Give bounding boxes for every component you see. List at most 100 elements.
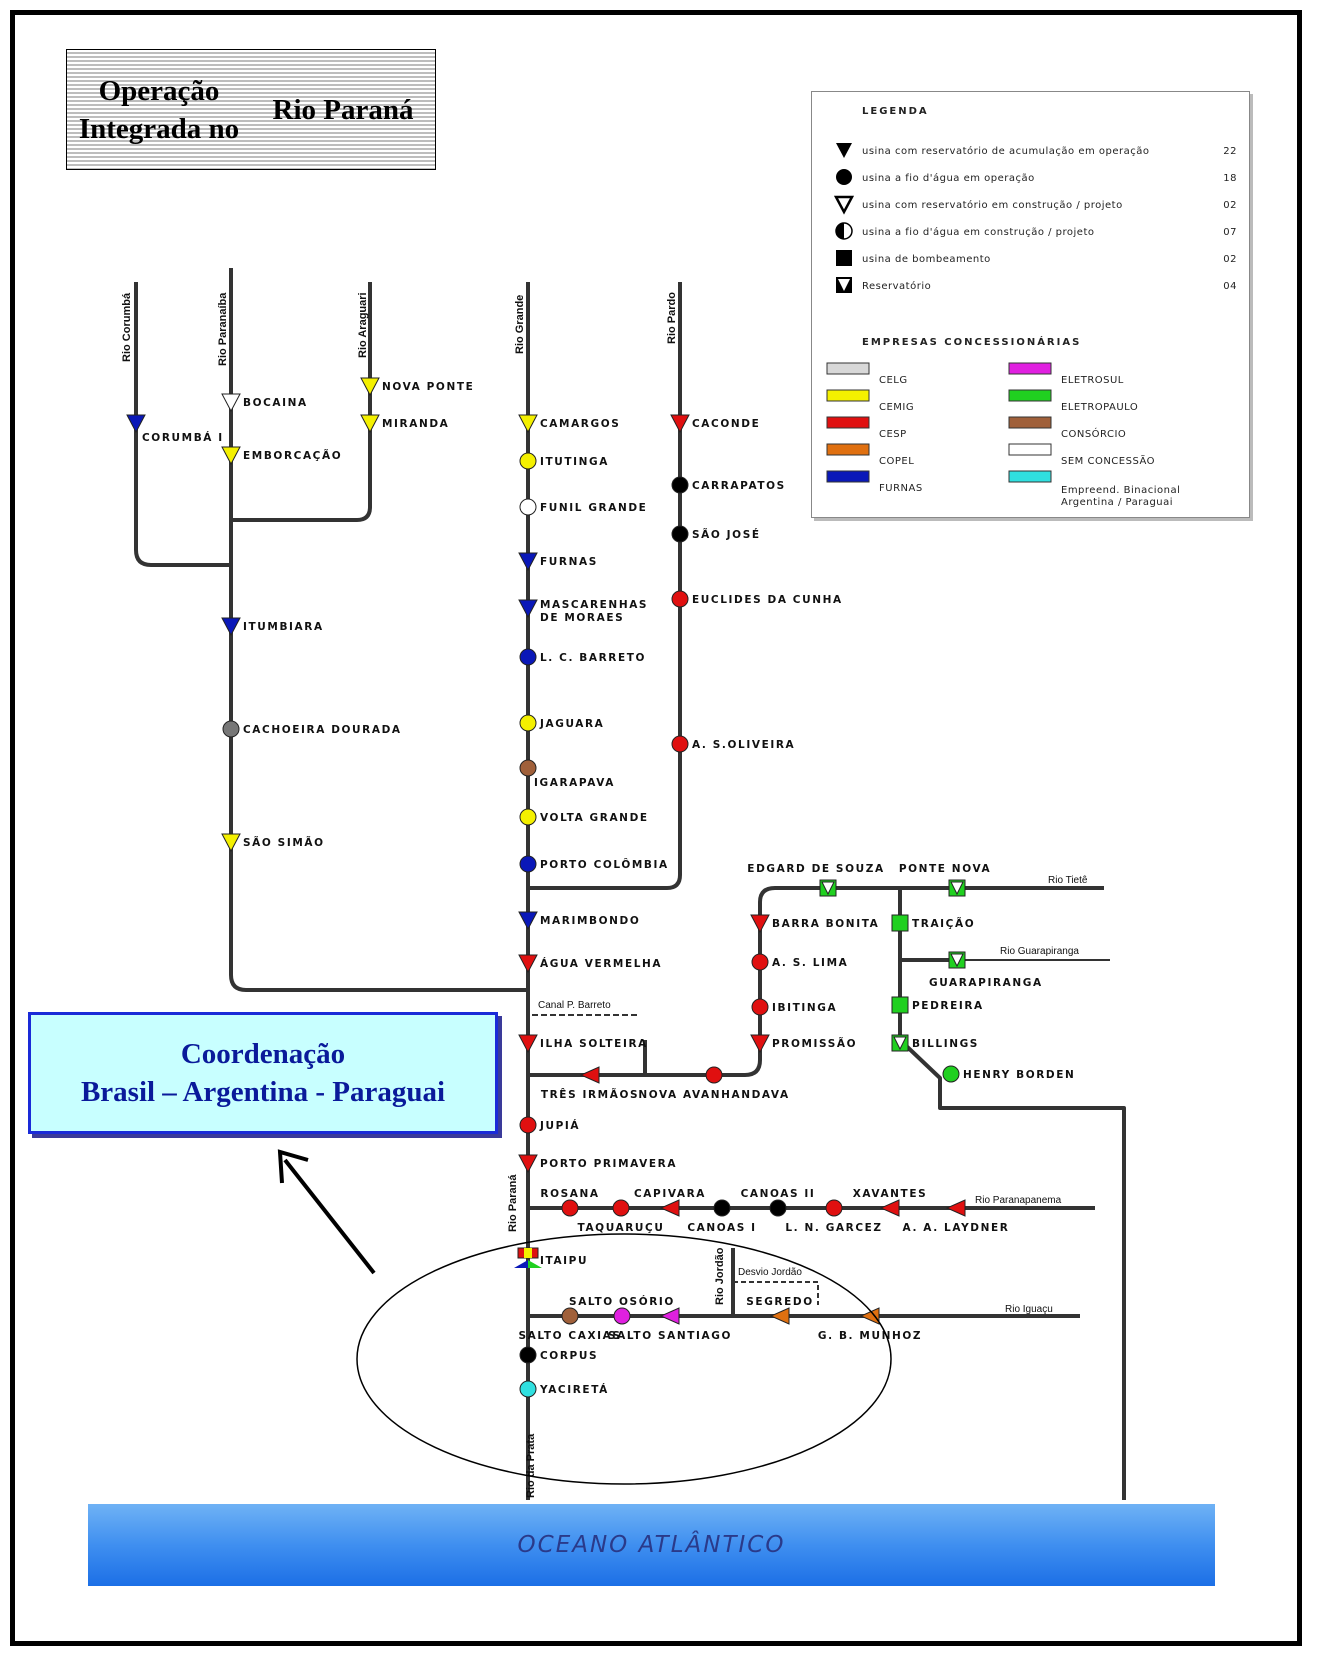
ocean-label: OCEANO ATLÂNTICO — [517, 1532, 786, 1558]
company-cemig: CEMIG — [826, 389, 914, 413]
circle-icon — [705, 1066, 723, 1084]
plant-igarapava: IGARAPAVA — [519, 759, 615, 789]
triangle-left-icon — [659, 1307, 680, 1325]
plant-l-c-barreto: L. C. BARRETO — [519, 648, 644, 666]
company-swatch — [826, 470, 870, 483]
company-swatch — [1008, 443, 1052, 456]
plant-ibitinga: IBITINGA — [751, 998, 836, 1016]
company-cesp: CESP — [826, 416, 906, 440]
plant-label: YACIRETÁ — [539, 1383, 609, 1396]
plant-pedreira: PEDREIRA — [891, 996, 982, 1014]
plant-traicao: TRAIÇÃO — [891, 914, 974, 932]
company-label: CELG — [879, 375, 908, 386]
plant-miranda: MIRANDA — [360, 414, 448, 434]
plant-camargos: CAMARGOS — [518, 414, 619, 434]
river-label-guarapiranga: Rio Guarapiranga — [1000, 946, 1079, 957]
legend-panel: LEGENDA usina com reservatório de acumula… — [811, 91, 1250, 518]
plant-label: ITUMBIARA — [243, 621, 324, 633]
plant-label: CANOAS I — [687, 1222, 756, 1234]
plant-label: EMBORCAÇÃO — [243, 449, 342, 462]
company-consorcio: CONSÓRCIO — [1008, 416, 1126, 440]
plant-porto-colombia: PORTO COLÔMBIA — [519, 855, 669, 873]
triangle-down-icon — [836, 143, 852, 158]
canal-label: Canal P. Barreto — [538, 1000, 611, 1011]
pointer-arrow — [277, 1149, 376, 1275]
triangle-left-icon — [769, 1307, 790, 1325]
plant-label: FUNIL GRANDE — [540, 502, 647, 514]
circle-icon — [769, 1199, 787, 1217]
coordination-line-1: Coordenação — [180, 1038, 346, 1070]
square-icon — [891, 996, 909, 1014]
plant-label: BOCAINA — [243, 397, 308, 409]
circle-icon — [519, 1346, 537, 1364]
legend-item-text: usina com reservatório de acumulação em … — [862, 145, 1150, 157]
plant-label: IGARAPAVA — [534, 777, 615, 789]
circle-icon — [561, 1307, 579, 1325]
plant-label: CARRAPATOS — [692, 480, 786, 492]
company-label: CEMIG — [879, 402, 914, 413]
plant-label: JAGUARA — [539, 718, 604, 730]
plant-label: GUARAPIRANGA — [929, 977, 1043, 989]
river-label-prata: Rio da Prata — [525, 1433, 537, 1498]
page-frame — [10, 10, 1302, 1646]
plant-rosana: ROSANA — [540, 1188, 598, 1217]
legend-item-text: usina com reservatório em construção / p… — [862, 199, 1123, 211]
legend-item-text: Reservatório — [862, 280, 931, 292]
circle-icon — [519, 759, 537, 777]
plant-jupia: JUPIÁ — [519, 1116, 579, 1134]
legend-item-count: 02 — [1223, 254, 1237, 265]
triangle-left-icon — [579, 1066, 600, 1084]
plant-segredo: SEGREDO — [746, 1296, 812, 1325]
plant-label: TAQUARUÇU — [578, 1222, 665, 1234]
ocean-band: OCEANO ATLÂNTICO — [88, 1504, 1215, 1586]
river-line-pardo — [528, 282, 682, 890]
river-labels: Rio Corumbá Rio Paranaíba Rio Araguari R… — [121, 292, 1088, 1498]
plant-itaipu: ITAIPU — [514, 1247, 587, 1268]
plant-label: EDGARD DE SOUZA — [747, 863, 884, 875]
triangle-down-icon — [221, 833, 241, 853]
plant-edgard-de-souza: EDGARD DE SOUZA — [747, 863, 884, 897]
company-swatch — [1008, 416, 1052, 429]
plant-label: SÃO JOSÉ — [692, 528, 761, 541]
companies-heading: EMPRESAS CONCESSIONÁRIAS — [862, 335, 1081, 348]
company-label: FURNAS — [879, 483, 923, 494]
plant-label: ÁGUA VERMELHA — [540, 957, 662, 970]
company-swatch — [826, 443, 870, 456]
plant-sao-simao: SÃO SIMÃO — [221, 833, 323, 853]
plant-l-n-garcez: L. N. GARCEZ — [785, 1199, 881, 1234]
plant-ponte-nova: PONTE NOVA — [899, 863, 990, 897]
circle-icon — [825, 1199, 843, 1217]
circle-icon — [713, 1199, 731, 1217]
plant-label: EUCLIDES DA CUNHA — [692, 594, 843, 606]
plant-nova-ponte: NOVA PONTE — [360, 377, 473, 397]
circle-icon — [519, 498, 537, 516]
plant-salto-santiago: SALTO SANTIAGO — [608, 1307, 730, 1342]
plant-corumba-i: CORUMBÁ I — [126, 414, 222, 444]
company-sem-concessao: SEM CONCESSÃO — [1008, 443, 1155, 467]
plant-label: PORTO COLÔMBIA — [540, 858, 669, 871]
coordination-box: Coordenação Brasil – Argentina - Paragua… — [28, 1012, 498, 1134]
plant-label: BARRA BONITA — [772, 918, 879, 930]
plant-label: CACHOEIRA DOURADA — [243, 724, 402, 736]
circle-icon — [519, 648, 537, 666]
river-branches — [532, 959, 1110, 1305]
plant-porto-primavera: PORTO PRIMAVERA — [518, 1154, 675, 1174]
plant-sao-jose: SÃO JOSÉ — [671, 525, 761, 543]
legend-heading: LEGENDA — [862, 106, 929, 117]
plant-canoas-i: CANOAS I — [687, 1199, 756, 1234]
plant-volta-grande: VOLTA GRANDE — [519, 808, 647, 826]
river-label-paranapanema: Rio Paranapanema — [975, 1195, 1062, 1206]
plant-a-s-oliveira: A. S.OLIVEIRA — [671, 735, 794, 753]
title-line-2: Rio Paraná — [272, 93, 414, 126]
company-label: ELETROSUL — [1061, 375, 1124, 386]
legend-item-text: usina a fio d'água em construção / proje… — [862, 226, 1095, 238]
company-label: SEM CONCESSÃO — [1061, 454, 1155, 467]
plant-salto-osorio: SALTO OSÓRIO — [569, 1295, 675, 1325]
company-swatch — [826, 389, 870, 402]
plant-label: SALTO OSÓRIO — [569, 1295, 675, 1308]
plant-marimbondo: MARIMBONDO — [518, 911, 639, 931]
plant-taquarucu: TAQUARUÇU — [578, 1199, 665, 1234]
